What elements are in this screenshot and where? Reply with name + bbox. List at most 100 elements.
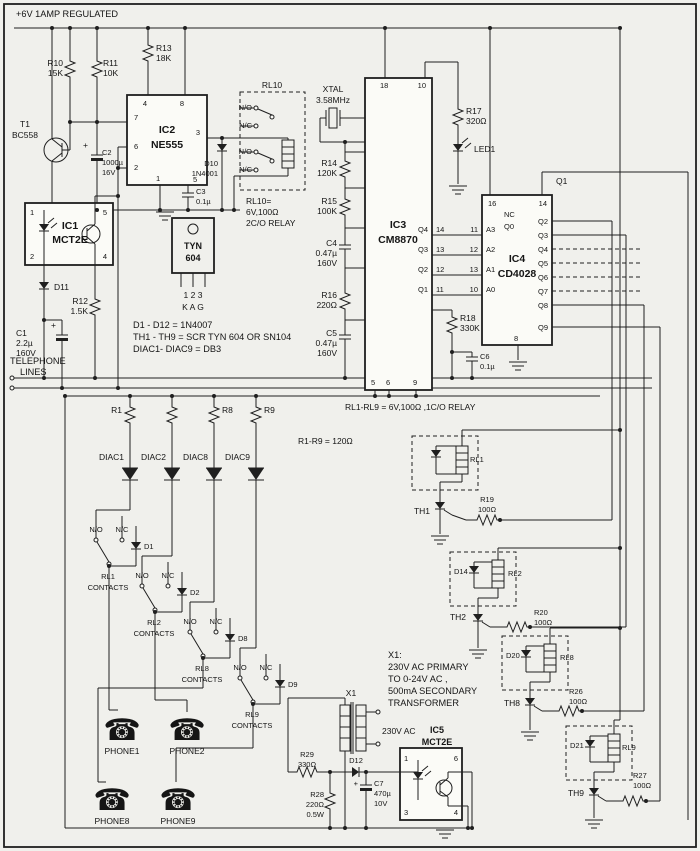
relay-rl2-coil-symbol [491,559,505,589]
ic2-pin5: 5 [193,175,197,184]
ic3-pin5: 5 [371,378,375,387]
ic3-pin9: 9 [413,378,417,387]
ic4-pin8: 8 [514,334,518,343]
ic4-labels: IC4 CD4028 16 14 11 12 13 10 8 A3 A2 A1 … [470,176,568,343]
relay-rl2-box [449,551,517,607]
ic4-in-a1: A1 [486,265,495,274]
ic2-pin8: 8 [180,99,184,108]
resistor-r2-symbol [166,403,178,427]
ic4-pin12: 12 [470,245,478,254]
label-d10: D10 [204,159,218,168]
ic4-out-q2: Q2 [538,217,548,226]
value-r27: 100Ω [633,781,652,790]
ic4-out-q8: Q8 [538,301,548,310]
diac-symbols [121,462,265,486]
led1-symbol [452,137,472,157]
svg-text:N/C: N/C [162,571,176,580]
capacitor-c5-symbol [338,329,352,345]
transistor-t1-symbol [43,137,69,163]
ic5-body [399,747,463,821]
relay-channel-labels: RL1 TH1 R19 100Ω D14 RL2 TH2 R20 100Ω D2… [414,455,652,798]
label-d21: D21 [570,741,584,750]
ic2-pin3: 3 [196,128,200,137]
ic3-body [364,77,433,391]
scr-th9-symbol [588,783,607,802]
top-left-labels: R10 15K R11 10K R13 18K T1 BC558 + C2 10… [12,43,218,206]
power-label: +6V 1AMP REGULATED [16,9,118,19]
svg-text:N/O: N/O [183,617,197,626]
ic5-pin4: 4 [454,808,458,817]
label-th9: TH9 [568,788,584,798]
label-diac9: DIAC9 [225,452,250,462]
ic5-pin1: 1 [404,754,408,763]
label-rl9-coil: RL9 [622,743,636,752]
ic4-pin14: 14 [539,199,547,208]
ic2-part: NE555 [151,139,183,151]
diode-d12-symbol [347,766,365,778]
label-r9: R9 [264,405,275,415]
label-c4: C4 [326,238,337,248]
label-c1: C1 [16,328,27,338]
label-th8: TH8 [504,698,520,708]
transformer-labels: X1: 230V AC PRIMARY TO 0-24V AC , 500mA … [346,650,477,736]
ic3-pin14: 14 [436,225,444,234]
note-diodes: D1 - D12 = 1N4007 [133,320,212,330]
wires-bottom [287,697,473,828]
svg-text:500mA SECONDARY: 500mA SECONDARY [388,686,477,696]
ic4-pin11: 11 [470,225,478,234]
value-c3: 0.1µ [196,197,211,206]
capacitor-c4-symbol [338,239,352,255]
resistor-r26-symbol [555,705,583,717]
diode-d2-symbol [176,583,188,601]
resistor-r13-symbol [142,41,154,65]
phone2-icon: ☎ [168,714,205,747]
phone9-icon: ☎ [159,784,196,817]
diode-d8-symbol [224,629,236,647]
svg-text:N/C: N/C [260,663,274,672]
diac9-symbol [247,462,265,486]
diode-d20-symbol [520,645,532,663]
diode-d1-symbol [130,537,142,555]
label-d9: D9 [288,680,298,689]
c2-plus: + [83,140,88,150]
resistor-r11-symbol [91,57,103,81]
label-r15: R15 [321,196,337,206]
label-diac2: DIAC2 [141,452,166,462]
label-rl1-coil: RL1 [470,455,484,464]
relay-channel-boxes [411,435,633,781]
tyn604-package [171,217,215,287]
phone8-icon: ☎ [93,784,130,817]
diode-d21-symbol [584,735,596,753]
diode-d14-symbol [468,561,480,579]
ic4-out-q5: Q5 [538,259,548,268]
label-d2: D2 [190,588,200,597]
ic3-out-q2: Q2 [418,265,428,274]
rl10-nc2: N/C [239,165,253,174]
resistor-r12-symbol [89,295,101,319]
value-r19: 100Ω [478,505,497,514]
label-x1: X1 [346,688,357,698]
ic1-part: MCT2E [52,234,88,246]
ic4-in-a3: A3 [486,225,495,234]
label-d12: D12 [349,756,363,765]
wires-channels-left [95,396,281,783]
ic1-pin5: 5 [103,208,107,217]
label-r26: R26 [569,687,583,696]
ic4-part: CD4028 [498,268,537,280]
ic4-out-q3: Q3 [538,231,548,240]
ic1-labels: IC1 MCT2E 1 2 5 4 D11 R12 1.5K + C1 2.2µ… [16,208,107,358]
label-r14: R14 [321,158,337,168]
ic4-pin10: 10 [470,285,478,294]
value-t1: BC558 [12,130,38,140]
label-d14: D14 [454,567,468,576]
c7-plus: + [354,779,359,788]
ic3-pin13: 13 [436,245,444,254]
value2-c5: 160V [317,348,337,358]
label-phone2: PHONE2 [170,746,205,756]
wires-top-left [14,27,620,388]
value-r10: 15K [48,68,63,78]
capacitor-c1-symbol [55,329,69,347]
resistor-r14-symbol [339,157,351,181]
value2-r28: 0.5W [306,810,324,819]
tyn-ref: TYN [184,241,202,251]
